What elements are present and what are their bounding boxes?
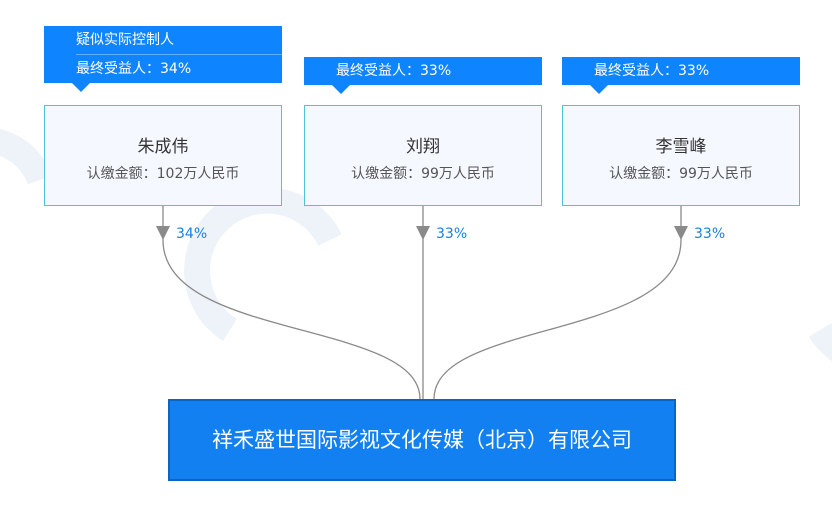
beneficiary-tag-3: 最终受益人：33% bbox=[562, 57, 800, 94]
beneficiary-label: 最终受益人：33% bbox=[594, 63, 710, 79]
beneficiary-label: 最终受益人：34% bbox=[76, 54, 282, 83]
company-node[interactable]: 祥禾盛世国际影视文化传媒（北京）有限公司 bbox=[168, 399, 676, 481]
arrow-down-icon bbox=[674, 226, 688, 240]
beneficiary-tag-1: 疑似实际控制人 最终受益人：34% bbox=[44, 26, 282, 92]
shareholder-card-1[interactable]: 朱成伟 认缴金额：102万人民币 bbox=[44, 105, 282, 206]
arrow-down-icon bbox=[416, 226, 430, 240]
shareholder-name[interactable]: 刘翔 bbox=[406, 137, 440, 157]
subscribed-amount: 认缴金额：102万人民币 bbox=[86, 166, 240, 182]
shareholder-name[interactable]: 朱成伟 bbox=[137, 137, 189, 157]
shareholder-card-3[interactable]: 李雪峰 认缴金额：99万人民币 bbox=[562, 105, 800, 206]
beneficiary-label: 最终受益人：33% bbox=[336, 63, 452, 79]
actual-controller-label: 疑似实际控制人 bbox=[76, 32, 174, 48]
subscribed-amount: 认缴金额：99万人民币 bbox=[609, 166, 753, 182]
link-line-1 bbox=[162, 206, 421, 400]
share-ratio-label: 33% bbox=[694, 226, 726, 242]
shareholder-card-2[interactable]: 刘翔 认缴金额：99万人民币 bbox=[304, 105, 542, 206]
beneficiary-tag-2: 最终受益人：33% bbox=[304, 57, 542, 94]
shareholder-name[interactable]: 李雪峰 bbox=[655, 137, 707, 157]
subscribed-amount: 认缴金额：99万人民币 bbox=[351, 166, 495, 182]
arrow-down-icon bbox=[156, 226, 170, 240]
link-line-3 bbox=[433, 206, 682, 400]
share-ratio-label: 34% bbox=[176, 226, 208, 242]
share-ratio-label: 33% bbox=[436, 226, 468, 242]
